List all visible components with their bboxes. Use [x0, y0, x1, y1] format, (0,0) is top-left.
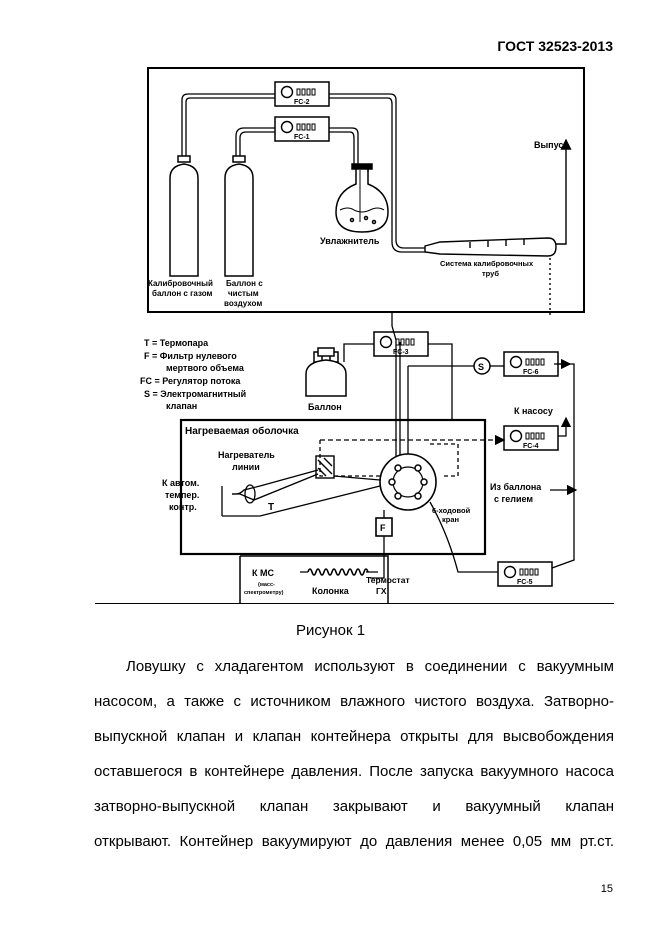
fc2-controller: FC-2 — [274, 81, 330, 107]
valve-label-1: 6-ходовой — [432, 506, 471, 515]
fc5-label: FC-5 — [517, 579, 533, 586]
air-cylinder-label-3: воздухом — [224, 299, 262, 308]
legend-line-2: F = Фильтр нулевого — [144, 351, 237, 361]
heater-label-1: Нагреватель — [218, 450, 275, 460]
ms-note-2: спектрометру) — [244, 590, 284, 596]
cylinder-label: Баллон — [308, 402, 342, 412]
cal-cylinder-label-1: Калибровочный — [148, 279, 213, 288]
paragraph-line-3: выпускной клапан и клапан контейнера отк… — [94, 728, 614, 745]
column-label: Колонка — [312, 586, 350, 596]
heated-enclosure — [179, 418, 487, 556]
humidifier-flask — [335, 163, 389, 233]
ms-note-1: (масс- — [258, 582, 275, 588]
paragraph-line-2: насосом, а также с источником влажного ч… — [94, 693, 614, 710]
fc3-label: FC-3 — [393, 349, 409, 356]
cal-cylinder-label-2: баллон с газом — [152, 289, 213, 298]
paragraph-line-4: оставшегося в контейнере давления. После… — [94, 763, 614, 780]
controller-label-3: контр. — [169, 502, 197, 512]
document-number: ГОСТ 32523-2013 — [497, 38, 613, 54]
six-port-valve — [379, 453, 437, 511]
legend-line-3: мертвого объема — [166, 363, 245, 373]
humidifier-label: Увлажнитель — [320, 236, 380, 246]
legend-line-1: T = Термопара — [144, 338, 209, 348]
fc6-label: FC-6 — [523, 369, 539, 376]
controller-label-1: К автом. — [162, 478, 199, 488]
filter — [370, 510, 393, 579]
cal-tube-label-1: Система калибровочных — [440, 259, 534, 268]
legend-line-5: S = Электромагнитный — [144, 389, 246, 399]
heater-label-2: линии — [232, 462, 260, 472]
helium-label-1: Из баллона — [490, 482, 542, 492]
legend: T = Термопара F = Фильтр нулевого мертво… — [140, 338, 246, 411]
paragraph-line-6: открывают. Контейнер вакуумируют до давл… — [94, 833, 614, 850]
heated-box-title: Нагреваемая оболочка — [185, 425, 299, 437]
main-pipes — [391, 312, 575, 569]
fc3-pipes — [343, 343, 453, 366]
legend-line-4: FC = Регулятор потока — [140, 376, 241, 386]
fc4-controller: FC-4 — [503, 425, 559, 451]
line-heater — [315, 455, 335, 479]
apparatus-diagram: FC-2 FC-1 Калибровочный баллон с газом Б… — [140, 67, 585, 603]
fc1-label: FC-1 — [294, 134, 310, 141]
page-number: 15 — [600, 883, 613, 895]
top-enclosure — [147, 67, 585, 313]
fc5-controller: FC-5 — [497, 561, 553, 587]
to-pump-label: К насосу — [514, 406, 553, 416]
fc5-pipe — [429, 501, 498, 573]
fc3-controller: FC-3 — [373, 331, 429, 357]
helium-label-2: с гелием — [494, 494, 533, 504]
paragraph-line-1: Ловушку с хладагентом используют в соеди… — [126, 658, 614, 675]
controller-label-2: темпер. — [165, 490, 199, 500]
figure-caption: Рисунок 1 — [295, 622, 366, 639]
legend-line-6: клапан — [166, 401, 197, 411]
fc4-label: FC-4 — [523, 443, 539, 450]
fc1-controller: FC-1 — [274, 116, 330, 142]
filter-label: F — [380, 523, 386, 533]
gas-cylinders — [169, 155, 254, 277]
cal-tube-label-2: труб — [482, 269, 499, 278]
helium-cylinder — [305, 347, 347, 397]
calibration-tube — [424, 138, 572, 318]
column-coil — [307, 568, 369, 576]
valve-label-2: кран — [442, 515, 459, 524]
outlet-label: Выпуск — [534, 140, 568, 150]
fc2-label: FC-2 — [294, 99, 310, 106]
gc-oven — [239, 555, 389, 603]
top-pipes — [181, 93, 425, 253]
air-cylinder-label-2: чистым — [228, 289, 259, 298]
to-ms-label: К МС — [252, 568, 274, 578]
solenoid-label: S — [478, 362, 484, 372]
paragraph-line-5: затворно-выпускной клапан закрывают и ва… — [94, 798, 614, 815]
thermostat-label-2: ГХ — [376, 586, 387, 596]
fc6-controller: FC-6 — [503, 351, 559, 377]
thermostat-label-1: Термостат — [366, 575, 410, 585]
air-cylinder-label-1: Баллон с — [226, 279, 263, 288]
controller-lines — [221, 469, 381, 517]
figure-separator — [95, 603, 614, 604]
thermocouple-label: T — [268, 502, 274, 513]
